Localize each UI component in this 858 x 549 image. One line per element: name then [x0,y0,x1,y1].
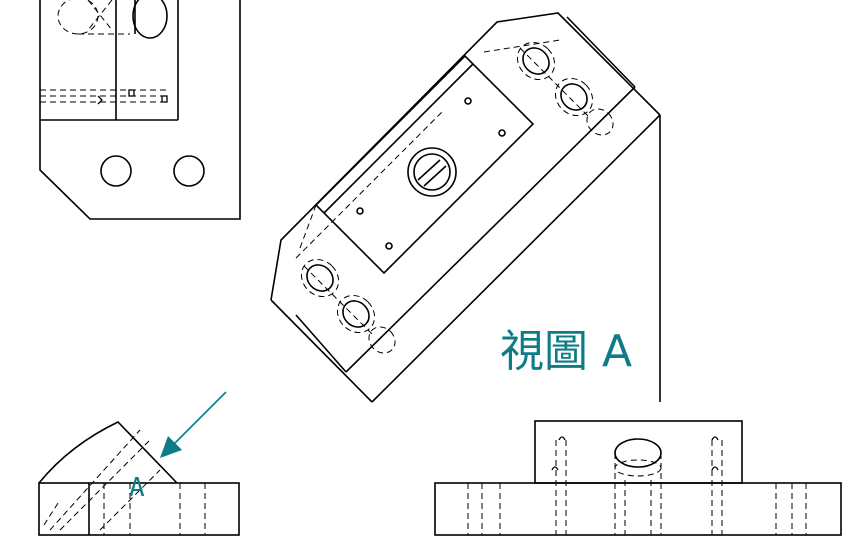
front-small-holes [551,436,723,535]
lower-counterbores [300,258,396,354]
front-base [434,482,842,536]
side-raised-profile [38,421,178,484]
aux-inner-edge [345,86,636,373]
upper-counterbores [516,41,614,136]
side-hidden-2 [59,439,151,531]
top-left-hidden-bore [57,0,168,39]
view-arrow-shaft [171,391,227,447]
side-hidden-4 [43,499,61,526]
central-bore [407,147,457,197]
view-label: 視圖 A [500,326,632,377]
side-hidden-3 [99,469,161,531]
view-arrow-head [160,436,182,458]
top-left-view [39,0,241,220]
bolt-hole-left [100,155,132,187]
auxiliary-view-a [270,12,661,403]
aux-inner-left [295,314,347,373]
plate-hole-4 [385,242,393,250]
arrow-label: A [129,473,145,503]
raised-plate-lip [323,63,474,214]
aux-hidden-line-2 [299,204,317,249]
plate-hole-1 [464,97,472,105]
front-raised-block [534,420,743,484]
bottom-right-view [434,420,842,536]
aux-outline-top [270,12,661,301]
front-central-bore [614,438,662,535]
aux-inner-right [566,16,636,88]
aux-left-edge [270,299,373,403]
top-left-outline [39,0,241,220]
side-hidden-1 [49,429,141,531]
top-left-hidden-holes [40,89,168,105]
view-arrow [160,391,227,458]
plate-hole-3 [356,207,364,215]
aux-hidden-line-1 [295,111,443,259]
side-base [38,482,240,536]
aux-front-edge [371,114,661,403]
raised-plate [314,54,535,275]
bolt-hole-right [173,155,205,187]
plate-hole-2 [498,129,506,137]
bottom-left-view [38,421,240,536]
aux-hidden-line-3 [483,39,561,53]
